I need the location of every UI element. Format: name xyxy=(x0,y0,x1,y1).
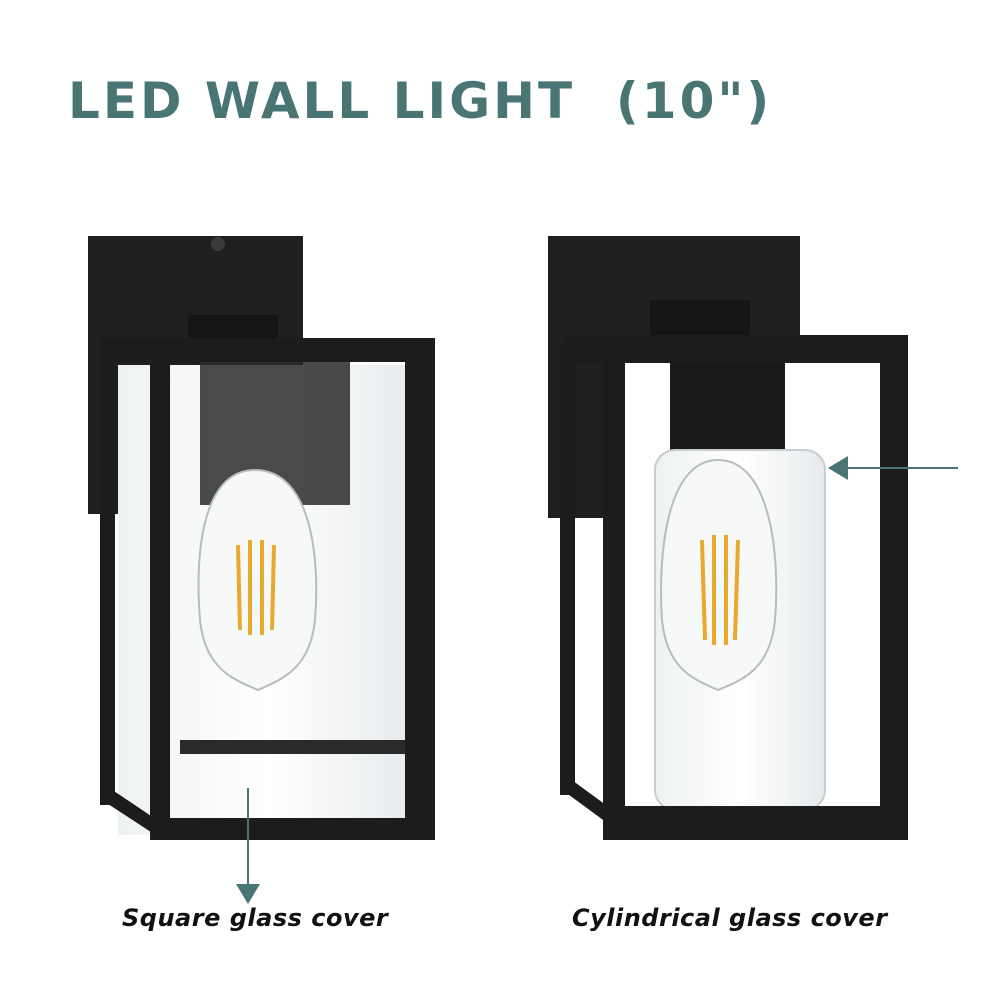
bulb-icon xyxy=(660,458,778,692)
square-glass-lamp xyxy=(88,236,435,904)
cylindrical-glass-caption: Cylindrical glass cover xyxy=(572,904,888,932)
sensor-icon xyxy=(211,237,225,251)
cylindrical-glass-lamp xyxy=(548,236,958,840)
arrow-down-icon xyxy=(236,884,260,904)
page-title: LED WALL LIGHT (10") xyxy=(68,72,773,130)
arrow-left-icon xyxy=(828,456,848,480)
bulb-icon xyxy=(197,468,318,692)
square-glass-caption: Square glass cover xyxy=(122,904,389,932)
